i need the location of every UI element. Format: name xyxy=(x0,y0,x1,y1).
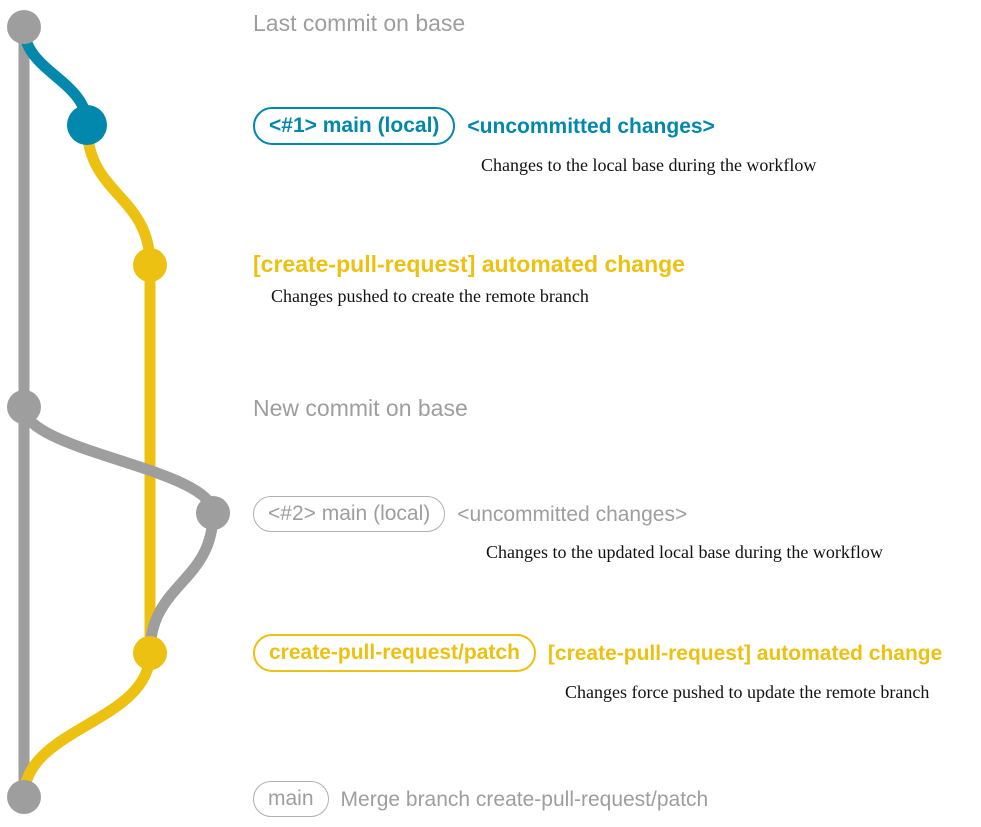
annotation-row-merge-branch: main Merge branch create-pull-request/pa… xyxy=(253,781,708,817)
commit-description: Changes pushed to create the remote bran… xyxy=(271,286,589,306)
annotation-row-local-uncommitted-1: <#1> main (local) <uncommitted changes> … xyxy=(253,107,816,174)
row-head: Last commit on base xyxy=(253,12,465,35)
commit-node-base-last[interactable] xyxy=(7,10,41,44)
edge-patch-to-merge xyxy=(18,647,156,803)
row-head: [create-pull-request] automated change xyxy=(253,253,685,276)
annotation-row-automated-change-update: create-pull-request/patch [create-pull-r… xyxy=(253,634,942,701)
commit-subject: Merge branch create-pull-request/patch xyxy=(340,787,709,811)
branch-badge-main[interactable]: main xyxy=(253,781,329,817)
commit-subject: [create-pull-request] automated change xyxy=(547,641,943,665)
branch-badge-patch[interactable]: create-pull-request/patch xyxy=(253,634,536,672)
commit-description: Changes force pushed to update the remot… xyxy=(565,682,930,702)
commit-node-base-new[interactable] xyxy=(7,390,41,424)
commit-node-base-merge[interactable] xyxy=(7,780,41,814)
row-head: main Merge branch create-pull-request/pa… xyxy=(253,781,708,817)
commit-subject: <uncommitted changes> xyxy=(457,502,688,526)
commit-node-local-2[interactable] xyxy=(196,496,230,530)
annotation-row-new-commit-on-base: New commit on base xyxy=(253,397,468,420)
commit-node-patch-update[interactable] xyxy=(133,636,167,670)
annotation-row-automated-change-create: [create-pull-request] automated change C… xyxy=(253,253,685,306)
row-head: <#2> main (local) <uncommitted changes> xyxy=(253,496,687,532)
commit-heading: Last commit on base xyxy=(253,10,466,36)
branch-graph xyxy=(7,10,230,814)
annotation-row-last-commit-on-base: Last commit on base xyxy=(253,12,465,35)
commit-headline: [create-pull-request] automated change xyxy=(253,251,685,277)
edge-local-2-to-patch xyxy=(144,507,219,659)
commit-subject: <uncommitted changes> xyxy=(467,114,715,138)
annotation-row-local-uncommitted-2: <#2> main (local) <uncommitted changes> … xyxy=(253,496,883,561)
commit-node-patch-create[interactable] xyxy=(133,248,167,282)
commit-description: Changes to the updated local base during… xyxy=(486,542,883,562)
edge-local-1-to-patch xyxy=(81,119,156,271)
commit-heading: New commit on base xyxy=(253,395,468,421)
commit-node-local-1[interactable] xyxy=(67,105,107,145)
edge-base-to-local-2 xyxy=(18,401,219,519)
commit-description: Changes to the local base during the wor… xyxy=(481,155,817,175)
branch-badge-local-2[interactable]: <#2> main (local) xyxy=(253,496,446,532)
row-head: <#1> main (local) <uncommitted changes> xyxy=(253,107,715,145)
branch-badge-local-1[interactable]: <#1> main (local) xyxy=(253,107,456,145)
row-head: New commit on base xyxy=(253,397,468,420)
row-head: create-pull-request/patch [create-pull-r… xyxy=(253,634,942,672)
